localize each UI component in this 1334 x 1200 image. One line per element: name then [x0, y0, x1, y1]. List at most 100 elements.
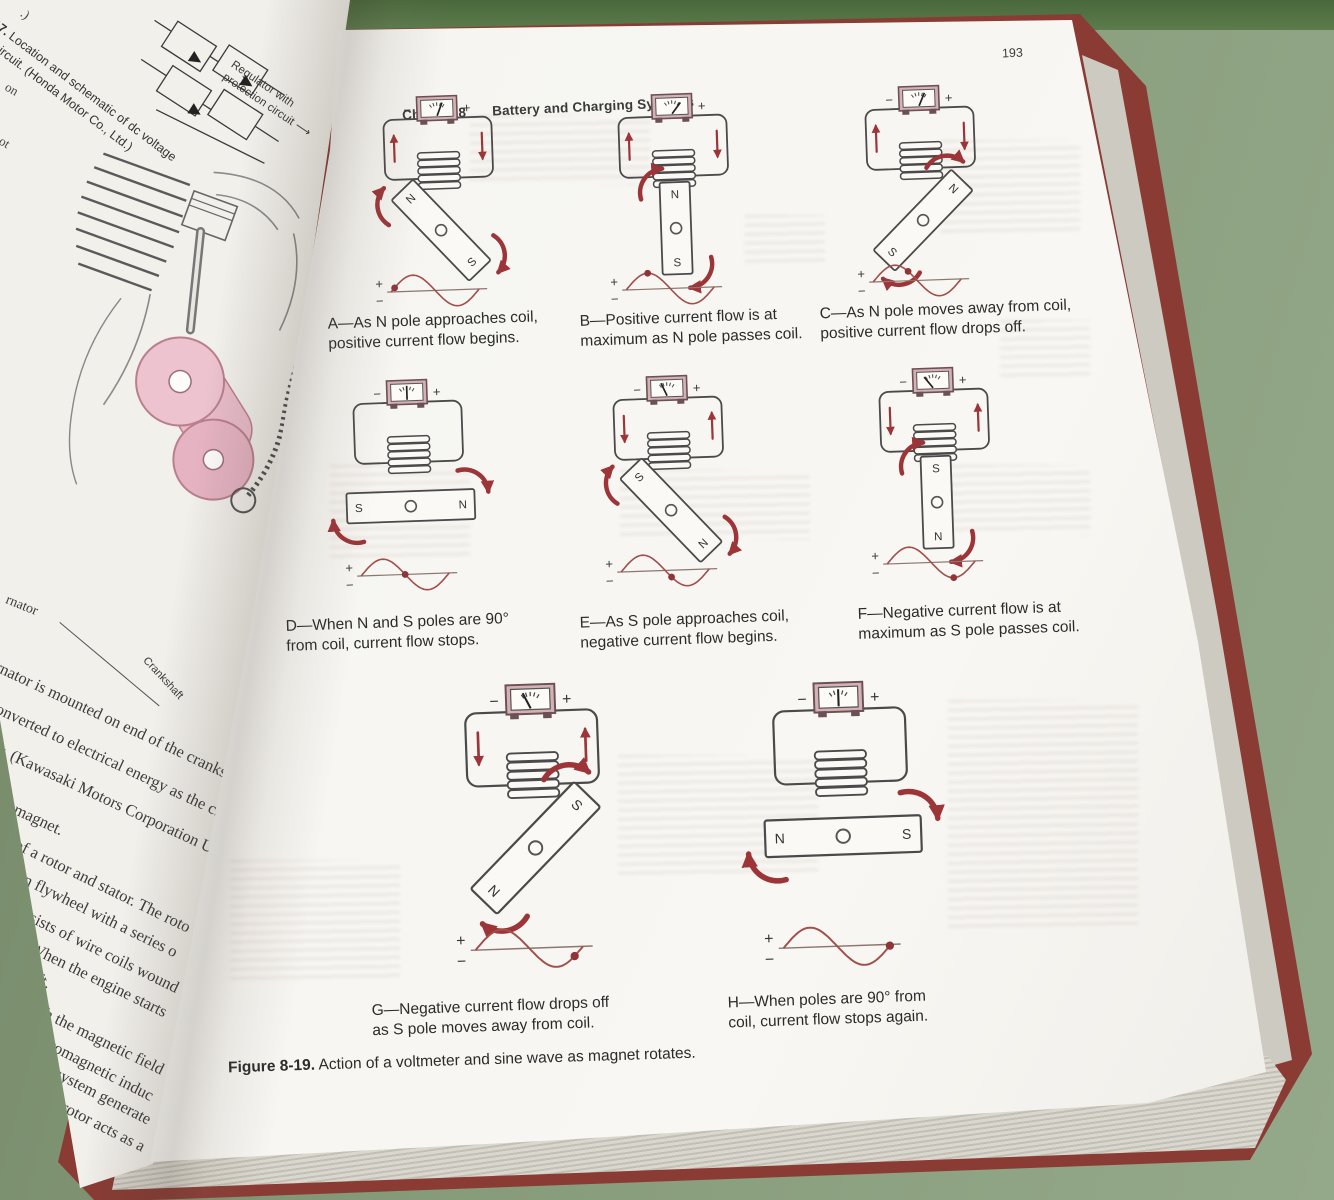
- current-arrows: [624, 129, 722, 161]
- pole-label-s: S: [932, 463, 940, 475]
- wave-position-dot: [401, 571, 409, 578]
- rotation-arrows: [371, 185, 511, 275]
- sine-wave: +−: [375, 274, 488, 309]
- rotation-arrow: [897, 788, 945, 822]
- sine-wave: +−: [871, 546, 984, 582]
- voltmeter-face: [509, 687, 551, 711]
- voltmeter-needle: [521, 692, 532, 709]
- sine-wave: +−: [610, 269, 723, 307]
- magnet-pivot: [669, 221, 683, 235]
- voltmeter-needle: [671, 101, 682, 115]
- pole-label-s: S: [673, 257, 681, 269]
- current-arrow-up: [389, 134, 399, 163]
- magnet-pivot: [527, 840, 544, 856]
- sine-curve: [474, 928, 584, 968]
- minus-label: −: [899, 374, 907, 389]
- rotation-arrows: [327, 467, 495, 546]
- engine-cutaway-illustration: [68, 152, 340, 514]
- wave-axis: [778, 943, 901, 950]
- voltmeter: −+: [633, 374, 701, 405]
- voltmeter: −+: [899, 366, 967, 397]
- diagram-C: −+NS+−: [857, 84, 976, 299]
- caption-D: D—When N and S poles are 90°from coil, c…: [285, 609, 510, 657]
- wave-plus-label: +: [764, 931, 774, 948]
- plus-label: +: [562, 691, 572, 708]
- wave-minus-label: −: [611, 291, 619, 306]
- voltmeter-face: [916, 370, 950, 390]
- magnet: SN: [600, 457, 743, 563]
- voltmeter: −+: [373, 378, 441, 409]
- wave-plus-label: +: [456, 933, 466, 950]
- magnet: NS: [327, 467, 495, 546]
- magnet-pivot: [930, 495, 944, 509]
- wave-plus-label: +: [375, 276, 383, 291]
- plus-label: +: [463, 100, 471, 115]
- voltmeter-face: [902, 88, 936, 108]
- voltmeter: −+: [885, 84, 953, 115]
- rotation-arrow: [687, 254, 715, 294]
- magnet: SN: [741, 788, 945, 884]
- wave-axis: [387, 288, 488, 293]
- diagram-A: −+NS+−: [371, 94, 511, 309]
- voltmeter-face: [650, 378, 684, 398]
- magnet: NS: [637, 162, 715, 294]
- show-through-block: [230, 860, 400, 980]
- coil: [416, 150, 462, 191]
- figure-8-19-caption-text: Action of a voltmeter and sine wave as m…: [314, 1044, 696, 1074]
- sine-wave: +−: [345, 558, 458, 593]
- wave-position-dot: [904, 267, 912, 275]
- rotation-arrows: [637, 162, 715, 294]
- figure-8-19-label: Figure 8-19.: [227, 1056, 316, 1077]
- wave-axis: [617, 568, 718, 573]
- coil: [505, 751, 561, 800]
- diagram-D: −+ NS +−: [327, 378, 495, 593]
- pole-label-n: N: [774, 830, 785, 846]
- minus-label: −: [885, 92, 893, 107]
- current-arrow-down: [959, 121, 969, 151]
- magnet: SN: [898, 436, 976, 568]
- wave-minus-label: −: [606, 573, 614, 588]
- plus-label: +: [870, 689, 880, 706]
- plus-label: +: [959, 372, 967, 387]
- rotation-arrow: [327, 518, 367, 546]
- current-arrows: [886, 402, 983, 436]
- minus-label: −: [638, 100, 646, 115]
- pole-label-n: N: [671, 189, 680, 201]
- rotation-arrow: [741, 850, 789, 884]
- minus-label: −: [633, 382, 641, 397]
- diagram-H: −+SN+−: [741, 680, 945, 969]
- current-arrow-down: [473, 731, 484, 767]
- rotation-arrow: [948, 528, 976, 568]
- wave-minus-label: −: [457, 953, 467, 970]
- caption-C: C—As N pole moves away from coil,positiv…: [819, 296, 1072, 345]
- coil: [898, 140, 944, 181]
- left-page-text-line: ng magnet.: [0, 790, 67, 840]
- diagram-G: −+SN+−: [456, 682, 601, 971]
- sine-wave: +−: [456, 928, 593, 971]
- sine-curve: [782, 926, 892, 966]
- wave-axis: [622, 286, 723, 291]
- voltmeter: −+: [638, 92, 706, 123]
- rotation-arrow: [924, 149, 966, 171]
- rotation-arrow: [371, 185, 392, 228]
- voltmeter-needle: [918, 92, 926, 107]
- current-arrow-up: [973, 402, 983, 432]
- current-arrows: [871, 121, 969, 153]
- voltmeter-needle: [660, 382, 668, 397]
- diagram-F: −+SN+−: [871, 366, 990, 582]
- wave-minus-label: −: [872, 565, 880, 580]
- current-arrow-up: [624, 132, 634, 161]
- minus-label: −: [489, 693, 499, 710]
- magnet-pivot: [434, 223, 448, 237]
- caption-E: E—As S pole approaches coil,negative cur…: [579, 606, 790, 654]
- magnet-pivot: [664, 503, 678, 517]
- current-arrow-up: [707, 410, 717, 440]
